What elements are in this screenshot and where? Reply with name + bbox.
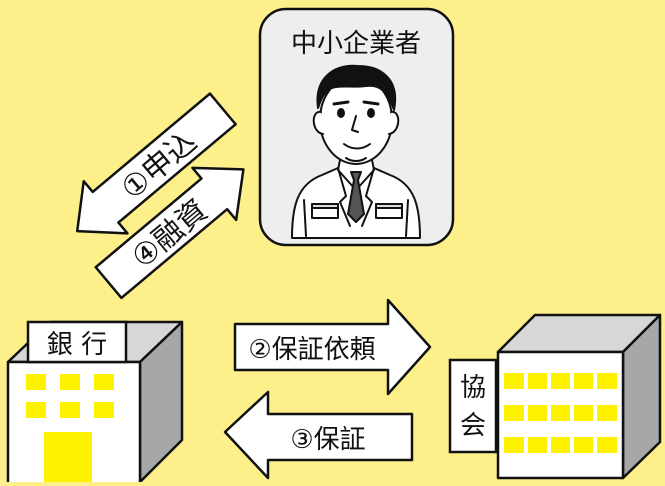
association-label-line-1: 協	[460, 373, 486, 403]
bank-windows	[26, 374, 114, 482]
person-label: 中小企業者	[291, 29, 421, 59]
person-card: 中小企業者	[258, 7, 455, 247]
guarantee-request-arrow: ②保証依頼	[233, 298, 432, 396]
association-building-icon	[496, 313, 662, 480]
association-sign: 協 会	[448, 358, 498, 454]
bank-sign: 銀 行	[26, 320, 128, 364]
bank-building-icon	[6, 320, 184, 486]
association-label-line-2: 会	[460, 411, 486, 441]
guarantee-label: ③保証	[290, 425, 365, 455]
businessman-portrait-icon	[291, 64, 421, 239]
bank-label: 銀 行	[47, 330, 107, 360]
association-windows	[504, 373, 617, 453]
guarantee-request-label: ②保証依頼	[248, 335, 375, 365]
guarantee-arrow: ③保証	[223, 390, 414, 480]
